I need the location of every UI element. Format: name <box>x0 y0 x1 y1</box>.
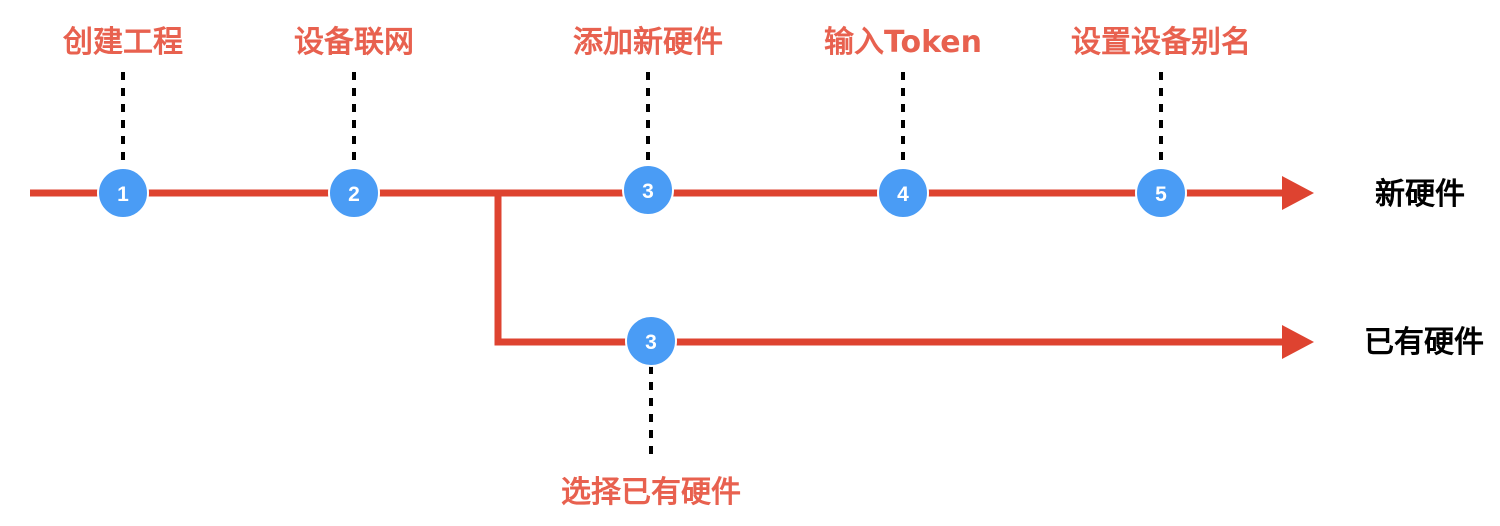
step-5-number: 5 <box>1155 183 1167 206</box>
step-3-node: 3 <box>622 164 674 216</box>
step-4-node: 4 <box>877 167 929 219</box>
step-5-node: 5 <box>1135 167 1187 219</box>
step-4-label: 输入Token <box>824 25 982 60</box>
step-1-number: 1 <box>117 183 129 206</box>
step-3-label: 添加新硬件 <box>573 25 723 60</box>
existing-step-3-number: 3 <box>645 331 657 354</box>
new-hardware-track-label: 新硬件 <box>1375 177 1465 212</box>
existing-hardware-arrowhead <box>1282 325 1314 359</box>
step-1-node: 1 <box>97 167 149 219</box>
step-1-label: 创建工程 <box>62 25 183 60</box>
step-3-number: 3 <box>642 180 654 203</box>
existing-step-3-label: 选择已有硬件 <box>561 475 741 510</box>
existing-step-3-node: 3 <box>625 315 677 367</box>
new-hardware-arrowhead <box>1282 176 1314 210</box>
existing-hardware-track-label: 已有硬件 <box>1364 325 1484 360</box>
step-2-number: 2 <box>348 183 360 206</box>
step-5-label: 设置设备别名 <box>1071 25 1251 60</box>
step-2-label: 设备联网 <box>294 25 414 60</box>
existing-hardware-track-line <box>494 193 1290 346</box>
step-2-node: 2 <box>328 167 380 219</box>
step-4-number: 4 <box>897 183 909 206</box>
